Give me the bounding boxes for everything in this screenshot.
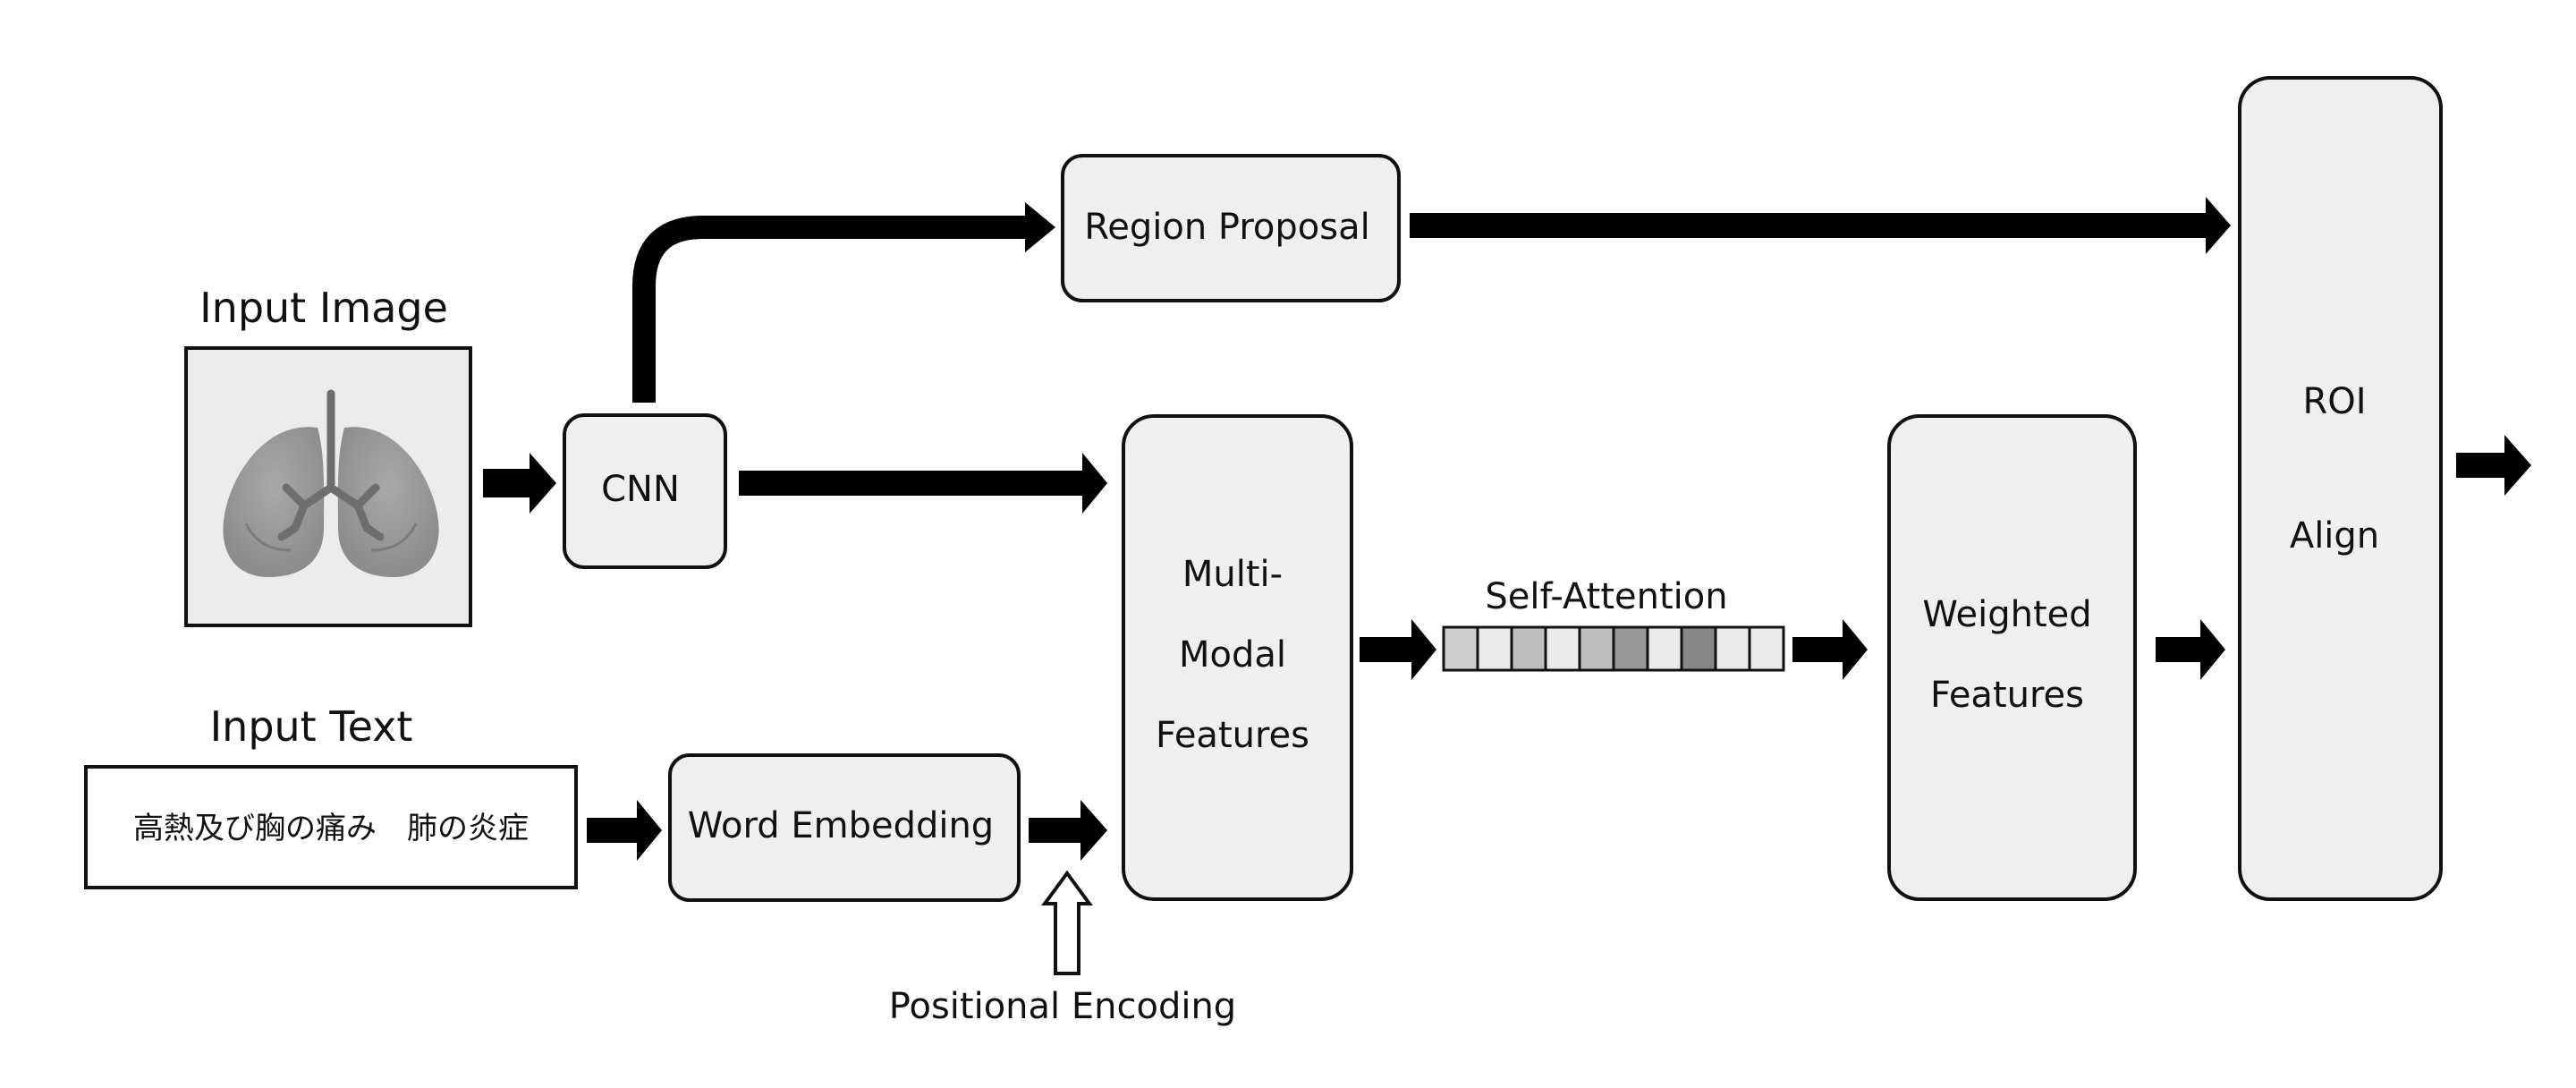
- roi-align-box: [2238, 76, 2443, 901]
- arrow-image-to-cnn: [483, 453, 556, 514]
- weighted-line-2: Features: [1930, 675, 2084, 716]
- lung-icon: [223, 389, 439, 577]
- attention-cell: [1748, 625, 1785, 672]
- input-text-title: Input Text: [210, 702, 413, 751]
- input-image-title: Input Image: [199, 284, 448, 332]
- attention-cell: [1578, 625, 1615, 672]
- roi-line-1: ROI: [2302, 381, 2366, 422]
- arrow-cnn-to-proposal-head: [1025, 202, 1055, 252]
- input-text-box: [84, 765, 578, 889]
- arrow-proposal-to-roi: [1410, 197, 2231, 254]
- input-text-content: 高熱及び胸の痛み 肺の炎症: [133, 811, 529, 846]
- region-proposal-box: [1061, 154, 1401, 302]
- attention-cell: [1544, 625, 1581, 672]
- self-attention-vector: [1442, 625, 1785, 672]
- arrow-cnn-to-multimodal: [739, 453, 1107, 514]
- arrow-embedding-to-multimodal: [1029, 800, 1107, 861]
- region-proposal-label: Region Proposal: [1084, 207, 1369, 248]
- multimodal-line-3: Features: [1156, 715, 1309, 756]
- self-attention-label: Self-Attention: [1485, 576, 1727, 617]
- connectors: [483, 197, 2531, 861]
- word-embedding-label: Word Embedding: [688, 805, 994, 846]
- arrow-attention-to-weighted: [1792, 619, 1868, 680]
- multimodal-features-box: [1122, 414, 1353, 901]
- attention-cell: [1612, 625, 1649, 672]
- arrow-multimodal-to-attention: [1360, 619, 1436, 680]
- roi-line-2: Align: [2290, 515, 2379, 557]
- cnn-label: CNN: [601, 469, 680, 510]
- multimodal-line-2: Modal: [1179, 634, 1286, 676]
- weighted-features-box: [1887, 414, 2137, 901]
- input-image-frame: [184, 346, 472, 627]
- attention-cell: [1510, 625, 1547, 672]
- attention-cell: [1680, 625, 1717, 672]
- positional-encoding-label: Positional Encoding: [889, 986, 1236, 1027]
- attention-cell: [1714, 625, 1751, 672]
- word-embedding-box: [668, 753, 1021, 902]
- cnn-box: [563, 413, 727, 569]
- arrow-weighted-to-roi: [2156, 619, 2225, 680]
- weighted-line-1: Weighted: [1922, 594, 2091, 635]
- arrow-text-to-embedding: [587, 800, 662, 861]
- arrow-cnn-to-proposal: [632, 216, 1029, 403]
- arrow-roi-output: [2456, 435, 2531, 496]
- multimodal-line-1: Multi-: [1182, 554, 1283, 595]
- attention-cell: [1646, 625, 1683, 672]
- attention-cell: [1442, 625, 1479, 672]
- attention-cell: [1476, 625, 1513, 672]
- arrow-positional-encoding: [1041, 870, 1093, 975]
